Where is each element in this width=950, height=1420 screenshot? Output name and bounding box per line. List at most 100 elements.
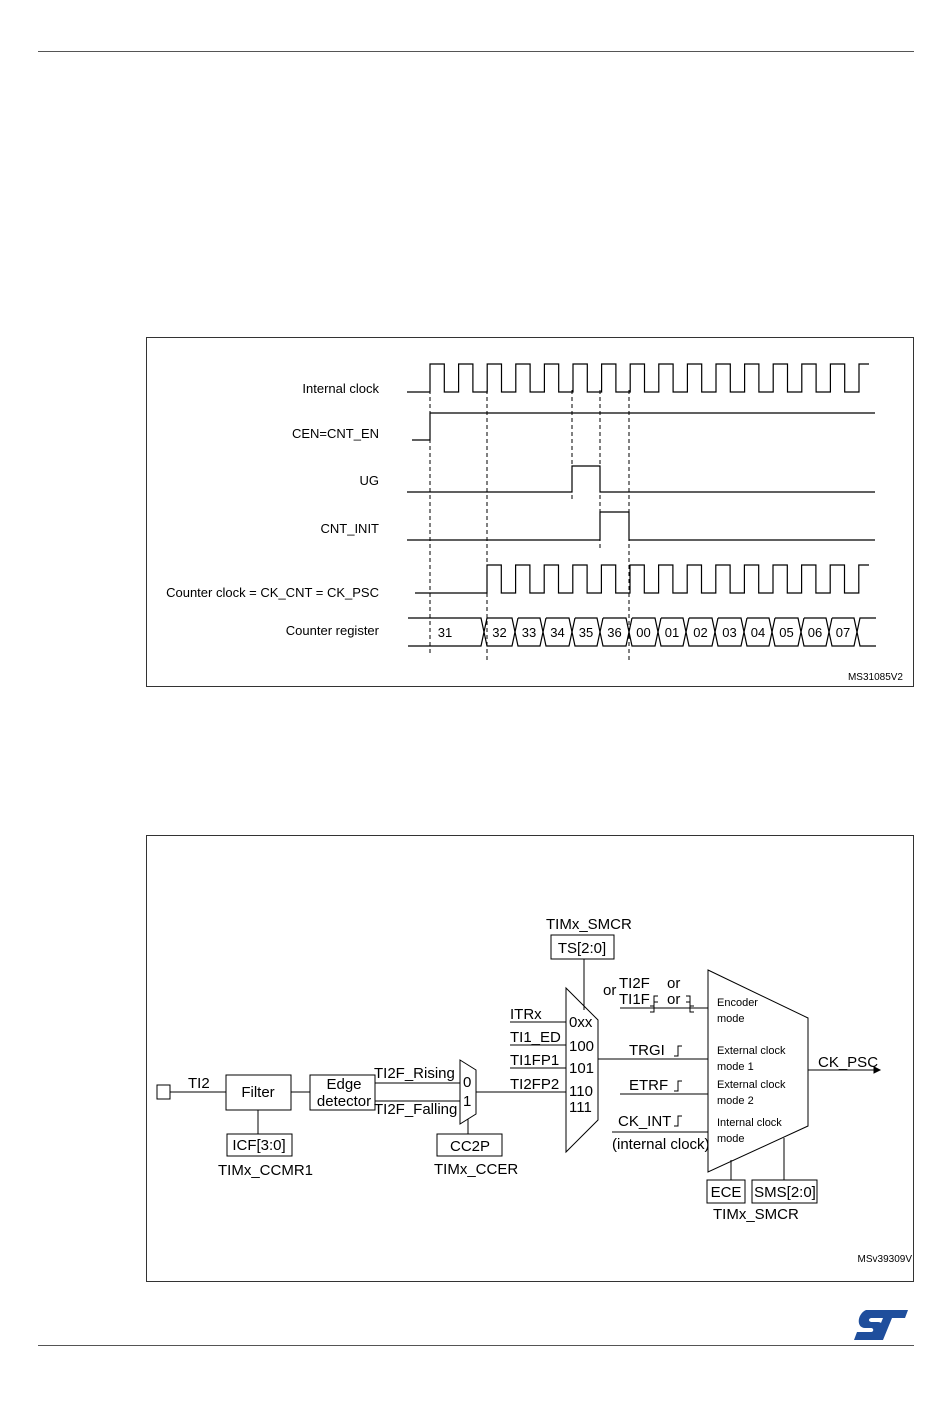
counter-register-value: 02 (693, 625, 707, 640)
counter-register-segment (856, 617, 876, 647)
label-ug: UG (360, 473, 380, 488)
tims-smcr-top-label: TIMx_SMCR (546, 916, 632, 933)
cnt-init-waveform (407, 511, 875, 541)
filter-label: Filter (241, 1084, 274, 1101)
counter-register-value: 31 (438, 625, 452, 640)
counter-register-value: 03 (722, 625, 736, 640)
counter-register-segment (483, 617, 516, 647)
mode-select-block (707, 969, 809, 1173)
rising-edge-icon (674, 1115, 682, 1127)
counter-register-value: 33 (522, 625, 536, 640)
counter-register-segment (771, 617, 802, 647)
code-100: 100 (569, 1038, 594, 1055)
rising-edge-icon (650, 1001, 658, 1013)
or-small-1: or (667, 975, 680, 992)
ckint-label: CK_INT (618, 1113, 671, 1130)
trigger-select-mux (565, 986, 599, 1154)
timing-figure-id: MS31085V2 (848, 672, 903, 683)
sms-box (751, 1179, 818, 1204)
mux2-in1-label: 1 (463, 1093, 471, 1110)
falling-edge-icon (686, 1001, 694, 1013)
label-cen: CEN=CNT_EN (292, 426, 379, 441)
ti2f-falling-label: TI2F_Falling (374, 1101, 457, 1118)
code-110: 110 (569, 1083, 593, 1100)
counter-register-segment (542, 617, 573, 647)
tims-smcr-bottom-label: TIMx_SMCR (713, 1206, 799, 1223)
counter-register-segment (743, 617, 773, 647)
icf-box (226, 1133, 293, 1157)
counter-register-segment (599, 617, 630, 647)
ti2-label: TI2 (188, 1075, 210, 1092)
mode-ext1-2: mode 1 (717, 1061, 754, 1073)
ts-box (550, 934, 615, 960)
counter-register-segment (514, 617, 544, 647)
mode-encoder-2: mode (717, 1013, 745, 1025)
ti2f-label: TI2F (619, 975, 650, 992)
counter-register-value: 36 (607, 625, 621, 640)
label-cnt-init: CNT_INIT (321, 521, 380, 536)
counter-register-value: 06 (808, 625, 822, 640)
ti2f-rising-label: TI2F_Rising (374, 1065, 455, 1082)
code-0xx: 0xx (569, 1014, 593, 1031)
etrf-label: ETRF (629, 1077, 668, 1094)
mux2-in0-label: 0 (463, 1074, 471, 1091)
input-ti1fp1: TI1FP1 (510, 1052, 559, 1069)
input-itrx: ITRx (510, 1006, 542, 1023)
rising-edge-icon (650, 995, 658, 1007)
label-counter-clock: Counter clock = CK_CNT = CK_PSC (166, 585, 379, 600)
rising-edge-icon (674, 1045, 682, 1057)
code-101: 101 (569, 1060, 594, 1077)
mode-int-1: Internal clock (717, 1117, 782, 1129)
counter-clock-waveform (415, 564, 869, 594)
cc2p-box (436, 1133, 503, 1157)
ccer-label: TIMx_CCER (434, 1161, 518, 1178)
ece-box (706, 1179, 746, 1204)
internal-clock-waveform (407, 363, 869, 393)
footer-rule (38, 1345, 914, 1346)
icf-label: ICF[3:0] (232, 1137, 285, 1154)
mode-ext2-1: External clock (717, 1079, 786, 1091)
counter-register-segment (685, 617, 716, 647)
ti1f-label: TI1F (619, 991, 650, 1008)
timing-diagram-frame (146, 337, 914, 687)
trgi-label: TRGI (629, 1042, 665, 1059)
ts-label: TS[2:0] (558, 940, 606, 957)
polarity-mux (459, 1059, 477, 1125)
cc2p-label: CC2P (450, 1138, 490, 1155)
header-rule (38, 51, 914, 52)
mode-encoder-1: Encoder (717, 997, 758, 1009)
label-internal-clock: Internal clock (302, 381, 379, 396)
ckpsc-arrowhead (873, 1066, 882, 1074)
mode-int-2: mode (717, 1133, 745, 1145)
block-diagram-frame (146, 835, 914, 1282)
mode-ext1-1: External clock (717, 1045, 786, 1057)
input-ti2fp2: TI2FP2 (510, 1076, 559, 1093)
rising-edge-icon (674, 1080, 682, 1092)
st-logo (854, 1310, 908, 1340)
edge-label-1: Edge (326, 1076, 361, 1093)
block-figure-id: MSv39309V (858, 1254, 913, 1265)
or-small-2: or (667, 991, 680, 1008)
input-ti1ed: TI1_ED (510, 1029, 561, 1046)
counter-register-value: 04 (751, 625, 765, 640)
counter-register-segment (800, 617, 830, 647)
ti2-pin (156, 1084, 171, 1100)
counter-register-value: 01 (665, 625, 679, 640)
sms-label: SMS[2:0] (754, 1184, 816, 1201)
code-111: 111 (569, 1099, 592, 1116)
falling-edge-icon (686, 995, 694, 1007)
edge-label-2: detector (317, 1093, 371, 1110)
counter-register-value: 07 (836, 625, 850, 640)
counter-register-segment (657, 617, 687, 647)
counter-register-value: 05 (779, 625, 793, 640)
counter-register-value: 35 (579, 625, 593, 640)
ece-label: ECE (711, 1184, 742, 1201)
counter-register-value: 00 (636, 625, 650, 640)
counter-register-segment (571, 617, 601, 647)
label-counter-register: Counter register (286, 623, 380, 638)
internal-clock-paren: (internal clock) (612, 1136, 710, 1153)
ckpsc-label: CK_PSC (818, 1054, 878, 1071)
